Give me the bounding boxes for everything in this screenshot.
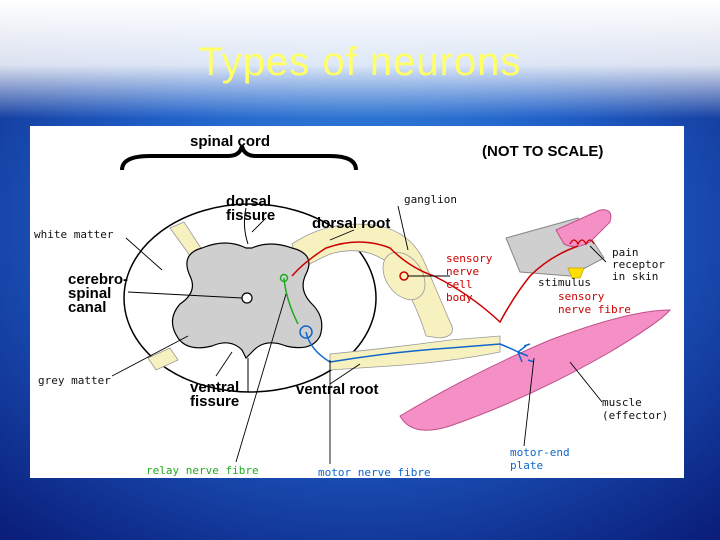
label-dorsal-root: dorsal root — [312, 215, 390, 232]
label-sensory-cell-body: sensory nerve cell body — [446, 252, 499, 304]
label-sensory-fibre: sensory nerve fibre — [558, 290, 631, 316]
pointer-lines — [111, 205, 607, 464]
label-cerebrospinal-canal: cerebro- spinal canal — [68, 271, 132, 316]
label-relay-fibre: relay nerve fibre — [146, 464, 259, 477]
label-ventral-root: ventral root — [296, 381, 379, 398]
neuron-diagram: spinal cord (NOT TO SCALE) — [30, 126, 684, 478]
skin-finger — [555, 209, 612, 248]
motor-cell-body — [299, 325, 313, 339]
ventral-root — [329, 335, 501, 371]
dorsal-fissure-line — [243, 207, 249, 245]
label-white-matter: white matter — [34, 228, 114, 241]
label-stimulus: stimulus — [538, 276, 591, 289]
label-ganglion: ganglion — [404, 193, 457, 206]
label-dorsal-fissure: dorsal fissure — [226, 193, 275, 224]
relay-cell-body — [279, 273, 289, 283]
pain-receptor — [569, 239, 595, 246]
label-motor-fibre: motor nerve fibre — [318, 466, 431, 478]
motor-end-plate — [517, 343, 535, 363]
label-motor-end-plate: motor-end plate — [510, 446, 576, 472]
stimulus-marker — [567, 267, 585, 279]
ganglion — [382, 251, 426, 301]
scale-note: (NOT TO SCALE) — [482, 143, 603, 160]
muscle — [399, 309, 672, 431]
label-muscle: muscle (effector) — [602, 396, 668, 422]
label-pain-receptor: pain receptor in skin — [612, 246, 672, 283]
spinal-cord-brace — [120, 145, 358, 171]
spinal-cord-heading: spinal cord — [190, 133, 270, 150]
left-ventral-root — [147, 347, 179, 371]
slide-title: Types of neurons — [198, 40, 522, 84]
cerebrospinal-canal — [241, 292, 253, 304]
label-grey-matter: grey matter — [38, 374, 111, 387]
motor-nerve-path — [305, 331, 519, 363]
label-ventral-fissure: ventral fissure — [190, 379, 243, 410]
dorsal-root — [291, 223, 453, 339]
